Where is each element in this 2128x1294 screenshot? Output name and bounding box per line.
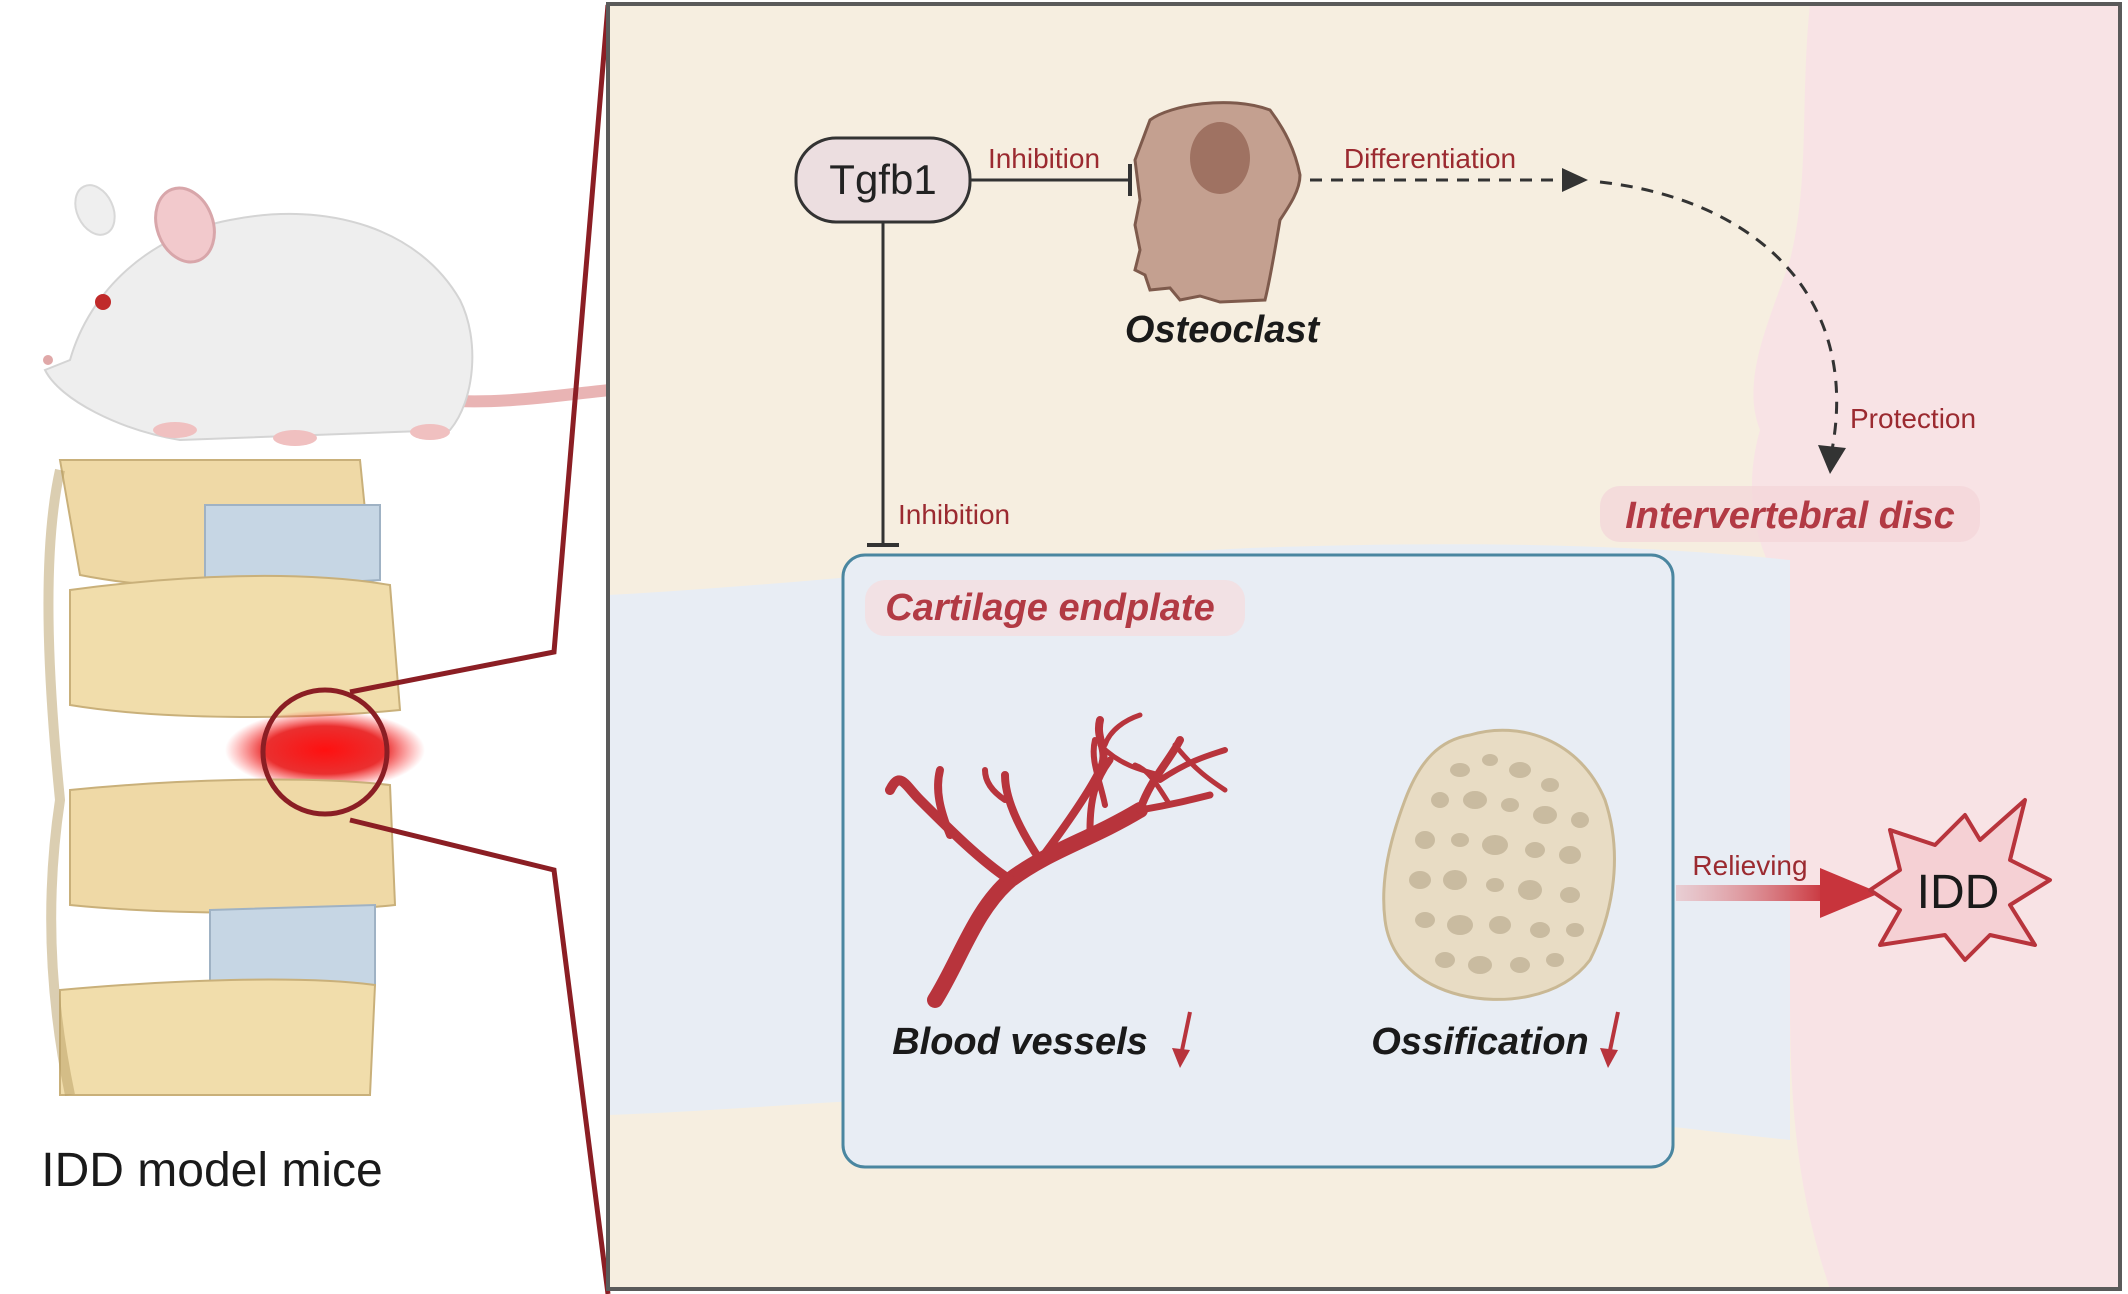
inhibition-label-vertical: Inhibition (898, 499, 1010, 530)
cartilage-endplate-label: Cartilage endplate (885, 587, 1214, 629)
down-arrow-icon (1600, 1011, 1620, 1068)
osteoclast-cell: Osteoclast (1125, 101, 1321, 351)
intervertebral-disc-label: Intervertebral disc (1625, 495, 1954, 537)
osteoclast-label: Osteoclast (1125, 309, 1321, 351)
ossification-label: Ossification (1371, 1021, 1589, 1063)
differentiation-label: Differentiation (1344, 143, 1516, 174)
cartilage-endplate-box: Cartilage endplate (841, 553, 1675, 1169)
tgfb1-node: Tgfb1 (794, 136, 972, 224)
inhibition-edge-osteoclast: Inhibition (970, 143, 1132, 196)
left-caption: IDD model mice (41, 1144, 382, 1197)
inhibition-edge-endplate: Inhibition (867, 222, 1010, 547)
spine-illustration (40, 459, 425, 1100)
relieving-label: Relieving (1692, 850, 1807, 881)
mouse-illustration (43, 184, 616, 446)
protection-edge: Protection (1599, 180, 1976, 474)
idd-burst-icon: IDD (1868, 798, 2052, 962)
blood-vessel-icon (885, 712, 1228, 1008)
idd-label: IDD (1917, 866, 2000, 919)
intervertebral-disc-node: Intervertebral disc (1600, 486, 1980, 542)
down-arrow-icon (1172, 1011, 1192, 1068)
protection-label: Protection (1850, 403, 1976, 434)
differentiation-edge: Differentiation (1310, 143, 1588, 192)
relieving-edge: Relieving (1676, 850, 1880, 918)
inhibition-label-top: Inhibition (988, 143, 1100, 174)
bone-ossification-icon (1382, 728, 1616, 1001)
zoom-connector-lines (349, 4, 611, 1294)
blood-vessels-label: Blood vessels (892, 1021, 1148, 1063)
tgfb1-label: Tgfb1 (829, 156, 936, 203)
